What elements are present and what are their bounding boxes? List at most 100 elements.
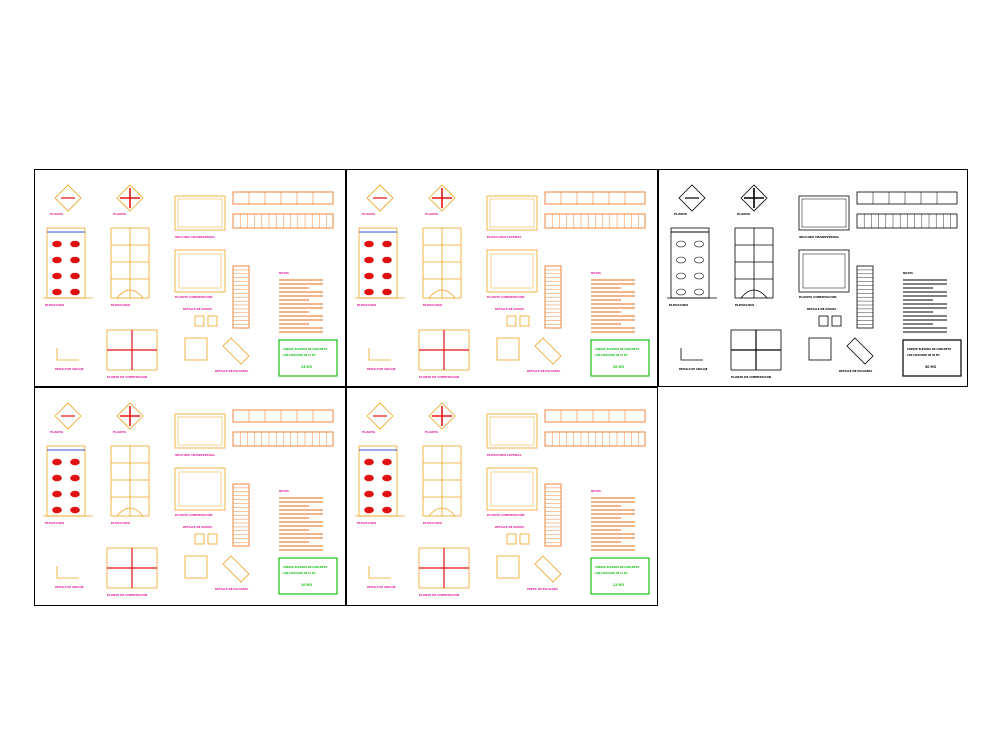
section-top-label: SECCION TRANSVERSAL <box>175 235 215 239</box>
elevation-1-mark <box>70 256 80 264</box>
elevation-1-mark <box>70 288 80 296</box>
detail-2-label: DETALLE DE ANCLAJE <box>55 368 84 371</box>
elevation-1-label: ELEVACION <box>357 521 376 525</box>
bottom-detail-stair <box>368 348 391 361</box>
rebar-table <box>856 213 958 229</box>
plan-diamond-1 <box>54 402 82 430</box>
section-top-inner <box>177 198 223 228</box>
elevation-1-mark <box>70 240 80 248</box>
elevation-1-mark <box>364 458 374 466</box>
detail-1-label: DETALLE DE ZAPATA <box>495 525 524 529</box>
elevation-1-mark <box>70 458 80 466</box>
anchor-detail <box>534 337 562 365</box>
elevation-1-label: ELEVACION <box>357 303 376 307</box>
foundation-plan-box <box>174 467 226 511</box>
elevation-2-label: ELEVACION <box>423 521 442 525</box>
bottom-plan-label: PLANTA DE CIMENTACION <box>419 375 460 379</box>
detail-small-2 <box>831 315 842 327</box>
elevation-1-mark <box>52 288 62 296</box>
elevation-2-arch <box>740 289 768 299</box>
elevation-1-mark <box>364 288 374 296</box>
title-line-2: CON CAPACIDAD DE 20 M3 <box>595 354 628 357</box>
detail-small-2 <box>207 533 218 545</box>
elevation-1-frame <box>46 445 86 517</box>
section-top-box <box>486 195 538 231</box>
detail-small-1 <box>194 533 205 545</box>
detail-2-label: DETALLE DE ANCLAJE <box>55 586 84 589</box>
detail-small-1 <box>818 315 829 327</box>
detail-1-label: DETALLE DE ZAPATA <box>183 307 212 311</box>
detail-small-2 <box>207 315 218 327</box>
foundation-plan-label: PLANTA CIMENTACION <box>175 513 213 517</box>
title-block <box>278 339 338 377</box>
elevation-1-mark <box>364 240 374 248</box>
plan-1-label: PLANTA <box>674 212 688 216</box>
elevation-1-mark <box>382 240 392 248</box>
bottom-detail-box <box>496 555 520 579</box>
plan-diamond-2 <box>428 402 456 430</box>
plan-diamond-2 <box>116 184 144 212</box>
foundation-plan-inner <box>178 471 222 507</box>
foundation-plan-box <box>174 249 226 293</box>
rebar-table <box>232 213 334 229</box>
elevation-1-mark <box>382 256 392 264</box>
elevation-2-arch <box>116 507 144 517</box>
section-top-box <box>174 195 226 231</box>
elevation-2-label: ELEVACION <box>111 521 130 525</box>
foundation-plan-inner <box>490 253 534 289</box>
section-top-inner <box>489 198 535 228</box>
detail-1-label: DETALLE DE ZAPATA <box>807 307 836 311</box>
title-line-2: CON CAPACIDAD DE 10 M3 <box>283 572 316 575</box>
title-line-1: TANQUE ELEVADO DE CONCRETO <box>595 348 639 351</box>
elevation-1-mark <box>70 490 80 498</box>
elevation-1-mark <box>364 272 374 280</box>
plan-1-label: PLANTA <box>362 430 376 434</box>
plan-2-label: PLANTA <box>425 212 439 216</box>
schedule-strip <box>544 409 646 423</box>
section-top-label: ELEVACION LATERAL <box>487 235 522 239</box>
plan-diamond-1 <box>366 402 394 430</box>
elevation-1-frame <box>670 227 710 299</box>
detail-1-label: DETALLE DE ZAPATA <box>183 525 212 529</box>
section-top-label: SECCION TRANSVERSAL <box>175 453 215 457</box>
elevation-1-label: ELEVACION <box>45 303 64 307</box>
foundation-plan-box <box>486 249 538 293</box>
section-top-inner <box>489 416 535 446</box>
anchor-detail <box>534 555 562 583</box>
rebar-table <box>544 431 646 447</box>
bottom-detail-stair <box>56 348 79 361</box>
elevation-1-mark <box>364 474 374 482</box>
bottom-plan-label: PLANTA DE CIMENTACION <box>107 593 148 597</box>
title-line-1: TANQUE ELEVADO DE CONCRETO <box>907 348 951 351</box>
detail-small-1 <box>506 315 517 327</box>
elevation-1-mark <box>694 240 704 248</box>
bottom-detail-stair <box>368 566 391 579</box>
foundation-plan-inner <box>178 253 222 289</box>
title-capacity: 10 M3 <box>301 583 312 587</box>
elevation-2-label: ELEVACION <box>111 303 130 307</box>
plan-diamond-2 <box>116 402 144 430</box>
detail-2-label: DETALLE DE ANCLAJE <box>367 586 396 589</box>
bottom-plan-label: PLANTA DE CIMENTACION <box>731 375 772 379</box>
bottom-plan-label: PLANTA DE CIMENTACION <box>419 593 460 597</box>
section-top-box <box>486 413 538 449</box>
notes-heading: NOTAS <box>903 271 913 275</box>
elevation-1-mark <box>52 506 62 514</box>
foundation-plan-label: PLANTA CIMENTACION <box>487 295 525 299</box>
rebar-table <box>232 431 334 447</box>
elevation-1-mark <box>70 474 80 482</box>
elevation-1-mark <box>676 240 686 248</box>
notes-heading: NOTAS <box>591 271 601 275</box>
elevation-1-mark <box>694 256 704 264</box>
elevation-1-mark <box>70 272 80 280</box>
elevation-1-mark <box>382 458 392 466</box>
elevation-1-mark <box>52 474 62 482</box>
title-capacity: 12 M3 <box>613 583 624 587</box>
plan-2-label: PLANTA <box>425 430 439 434</box>
detail-small-1 <box>506 533 517 545</box>
section-top-box <box>798 195 850 231</box>
title-line-2: CON CAPACIDAD DE 12 M3 <box>595 572 628 575</box>
plan-diamond-1 <box>54 184 82 212</box>
